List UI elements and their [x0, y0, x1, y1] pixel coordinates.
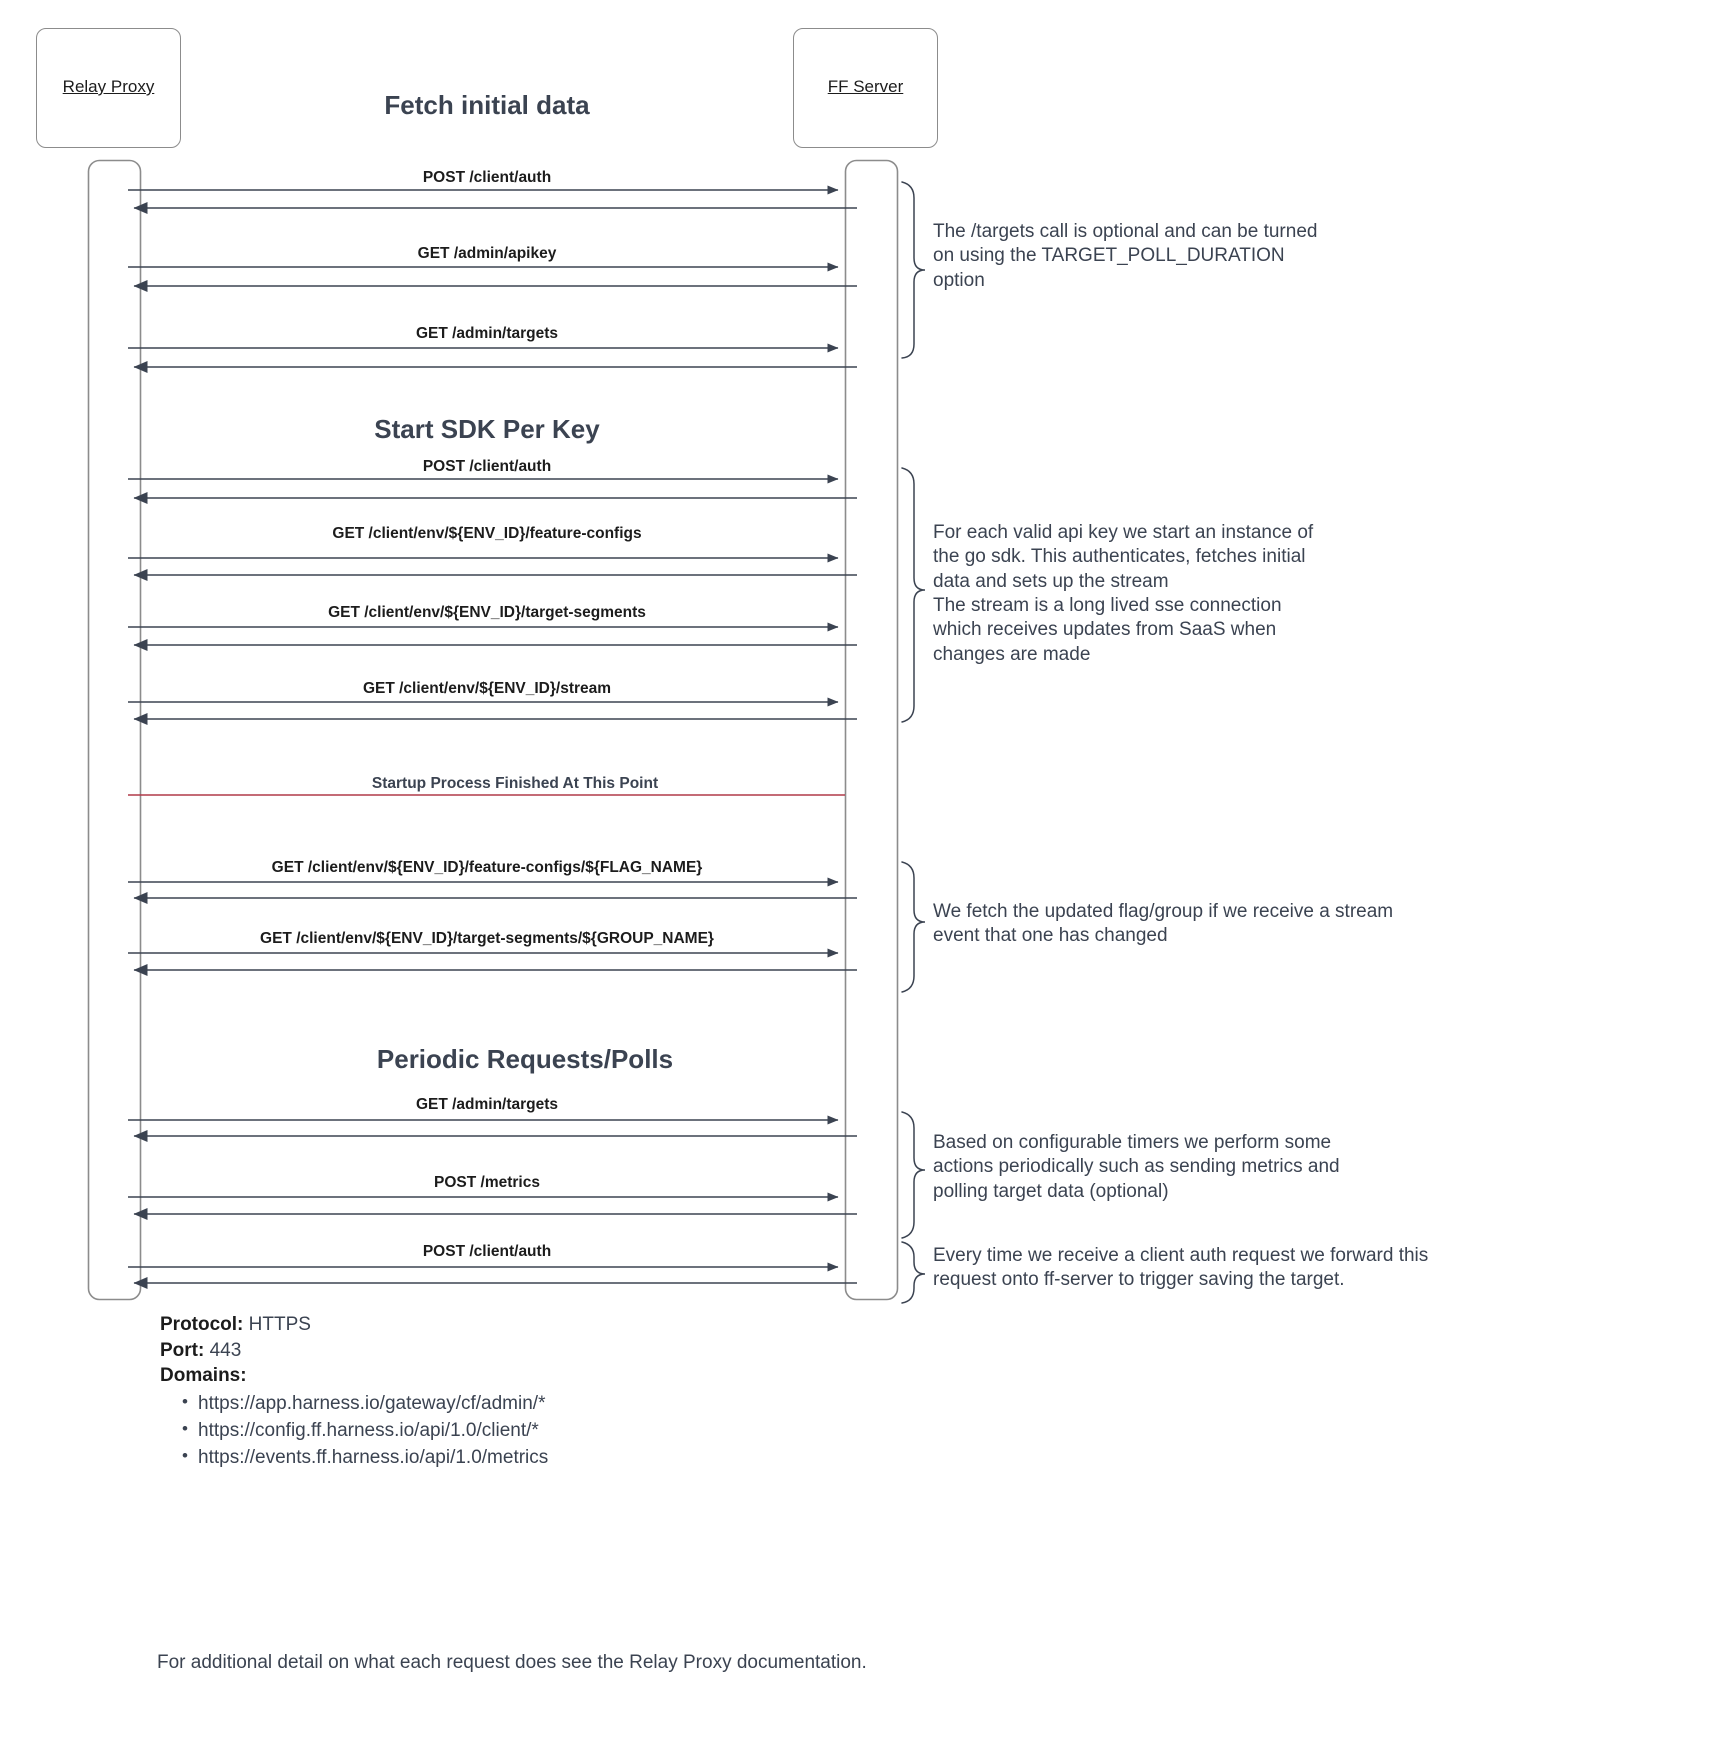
- footer-domains-key: Domains:: [160, 1365, 247, 1387]
- footer-port-value: 443: [209, 1339, 242, 1361]
- message-label-post-client-auth-3: POST /client/auth: [416, 1243, 558, 1261]
- note-stream-update: We fetch the updated flag/group if we re…: [933, 901, 1394, 947]
- participant-ff-server-label: FF Server: [827, 77, 904, 96]
- annotation-brace-group: [901, 181, 926, 1304]
- footer-port-row: Port: 443: [160, 1338, 548, 1364]
- participant-ff-server[interactable]: FF Server: [793, 28, 938, 148]
- note-client-auth-forward: Every time we receive a client auth requ…: [933, 1245, 1429, 1291]
- list-item: https://events.ff.harness.io/api/1.0/met…: [182, 1444, 548, 1472]
- section-title-periodic-requests: Periodic Requests/Polls: [376, 1044, 674, 1074]
- message-label-get-stream: GET /client/env/${ENV_ID}/stream: [356, 680, 618, 698]
- footer-protocol-key: Protocol:: [160, 1314, 244, 1335]
- divider-label-startup-finished: Startup Process Finished At This Point: [365, 775, 665, 793]
- participant-relay-proxy[interactable]: Relay Proxy: [36, 28, 181, 148]
- footer-info-block: Protocol: HTTPS Port: 443 Domains: https…: [160, 1312, 548, 1472]
- message-label-get-admin-targets-1: GET /admin/targets: [409, 325, 565, 343]
- note-periodic-timers: Based on configurable timers we perform …: [933, 1132, 1340, 1202]
- message-label-get-admin-apikey: GET /admin/apikey: [411, 245, 563, 263]
- note-sdk-instance: For each valid api key we start an insta…: [933, 522, 1314, 665]
- footer-documentation-note: For additional detail on what each reque…: [157, 1652, 867, 1673]
- section-title-start-sdk-per-key: Start SDK Per Key: [374, 414, 600, 444]
- footer-protocol-row: Protocol: HTTPS: [160, 1312, 548, 1338]
- list-item: https://config.ff.harness.io/api/1.0/cli…: [182, 1417, 548, 1445]
- lifeline-group: [87, 159, 899, 1301]
- footer-domain-list: https://app.harness.io/gateway/cf/admin/…: [160, 1390, 548, 1472]
- message-label-get-target-segment-group: GET /client/env/${ENV_ID}/target-segment…: [254, 930, 720, 948]
- footer-domains-row: Domains:: [160, 1363, 548, 1389]
- message-label-post-client-auth-1: POST /client/auth: [416, 169, 558, 187]
- footer-protocol-value: HTTPS: [248, 1314, 311, 1335]
- section-title-fetch-initial-data: Fetch initial data: [384, 90, 590, 120]
- message-label-get-feature-config-flag: GET /client/env/${ENV_ID}/feature-config…: [265, 859, 709, 877]
- message-label-get-target-segments: GET /client/env/${ENV_ID}/target-segment…: [322, 604, 652, 622]
- message-arrow-group: [128, 185, 857, 1289]
- message-label-get-feature-configs: GET /client/env/${ENV_ID}/feature-config…: [326, 525, 648, 543]
- message-label-get-admin-targets-2: GET /admin/targets: [409, 1096, 565, 1114]
- note-targets-optional: The /targets call is optional and can be…: [933, 221, 1318, 291]
- message-label-post-client-auth-2: POST /client/auth: [416, 458, 558, 476]
- footer-port-key: Port:: [160, 1339, 205, 1361]
- list-item: https://app.harness.io/gateway/cf/admin/…: [182, 1390, 548, 1418]
- participant-relay-proxy-label: Relay Proxy: [62, 77, 155, 96]
- message-label-post-metrics: POST /metrics: [428, 1174, 546, 1192]
